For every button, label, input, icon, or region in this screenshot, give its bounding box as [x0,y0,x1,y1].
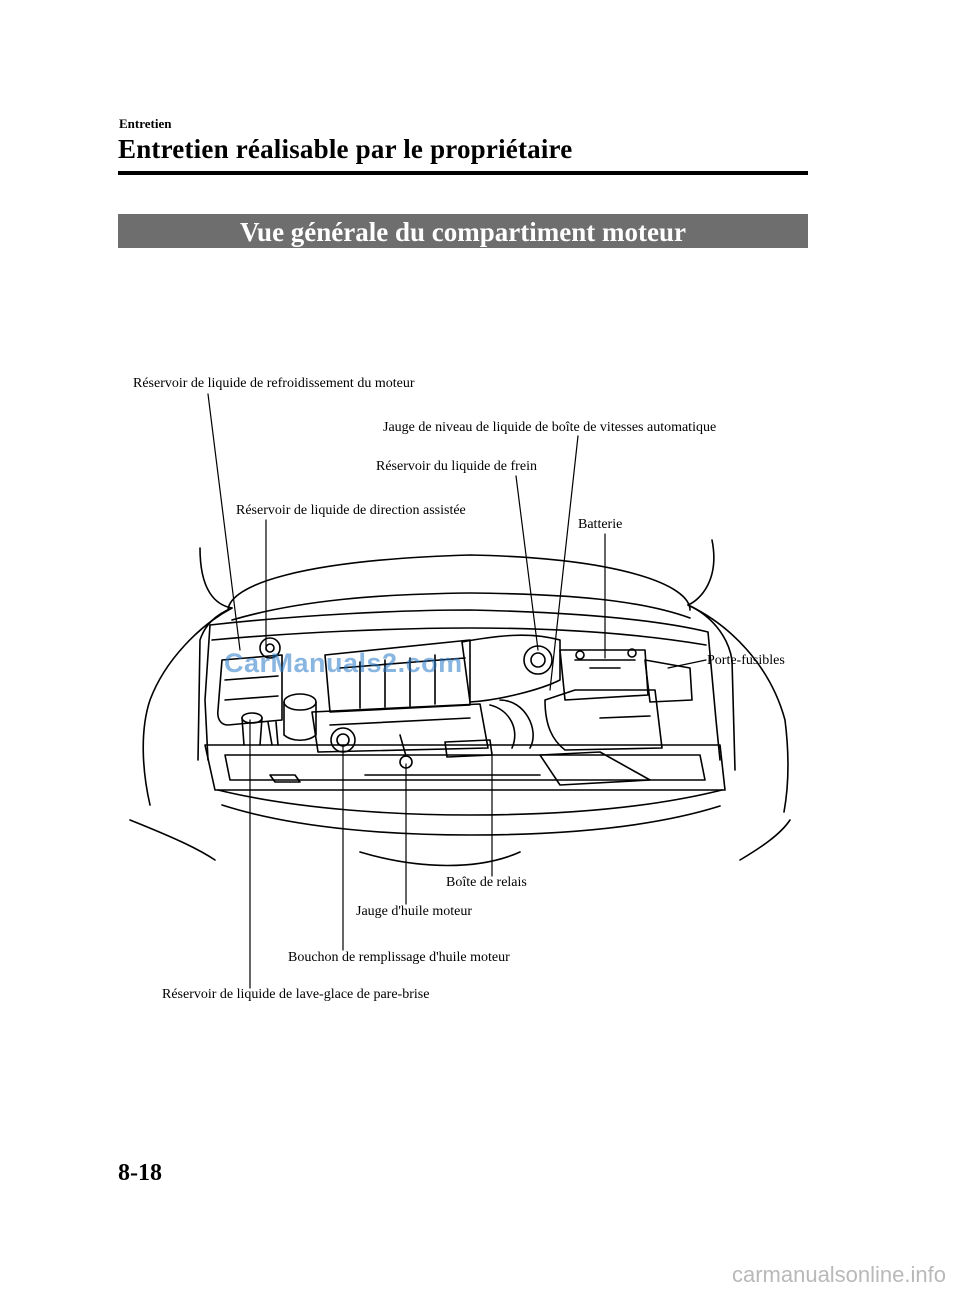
front-bracket [539,751,651,786]
battery-top [574,659,636,669]
steering-reservoir [283,693,317,711]
battery [559,649,649,701]
watermark: CarManuals2.com [224,648,463,678]
right-fender [687,539,789,813]
intake-runners [359,654,436,709]
engine-block-detail [329,717,471,726]
air-duct-detail [599,715,651,719]
hood-outline [227,554,691,611]
coolant-reservoir [217,654,283,726]
bay-rim [209,609,721,761]
grille-curve [359,851,521,867]
radiator-support-inner [224,754,706,781]
label-coolant-reservoir: Réservoir de liquide de refroidissement … [133,376,415,391]
radiator-support [204,744,726,791]
air-duct [544,689,663,751]
leader-coolant [207,393,241,651]
label-oil-filler-cap: Bouchon de remplissage d'huile moteur [288,950,510,965]
coolant-cap [259,637,281,659]
fuse-box [644,659,693,703]
hood-inner [231,592,691,621]
hoses [489,699,534,749]
intake-top [339,657,466,669]
leader-atf [549,435,579,691]
label-atf-dipstick: Jauge de niveau de liquide de boîte de v… [383,420,717,435]
footer-site: carmanualsonline.info [731,1262,946,1287]
section-banner: Vue générale du compartiment moteur [118,214,808,248]
label-steering-reservoir: Réservoir de liquide de direction assist… [236,503,466,518]
bumper-upper [217,789,723,816]
leader-brake [515,475,539,651]
air-cleaner [461,634,561,703]
leader-fuse [667,659,707,669]
engine-block [311,703,489,753]
front-slot [269,774,301,783]
battery-terminal-left [575,650,585,660]
brake-reservoir-cap-inner [530,652,546,668]
label-washer-reservoir: Réservoir de liquide de lave-glace de pa… [162,987,430,1002]
label-battery: Batterie [578,517,623,532]
washer-hose [267,721,279,746]
title-rule [118,171,808,175]
battery-terminal-right [627,648,637,658]
label-fuse-box: Porte-fusibles [707,653,785,668]
leader-lines [207,393,707,989]
label-relay-box: Boîte de relais [446,875,527,890]
left-fender-inner [197,607,233,761]
page-number: 8-18 [118,1160,162,1186]
dipstick-tube [399,734,407,757]
label-oil-dipstick: Jauge d'huile moteur [356,904,473,919]
cowl-line [211,627,707,646]
label-brake-reservoir: Réservoir du liquide de frein [376,459,537,474]
washer-neck [241,717,263,746]
bumper-lower [221,804,721,836]
washer-cap [241,712,263,724]
page-title: Entretien réalisable par le propriétaire [118,134,573,164]
bumper-bottom-right [739,819,791,861]
coolant-reservoir-detail [224,675,279,701]
bay-rim-left [204,624,211,761]
bumper-bottom-left [129,819,216,861]
left-fender [142,547,233,806]
right-fender-inner [687,604,736,771]
section-label: Entretien [119,116,172,131]
